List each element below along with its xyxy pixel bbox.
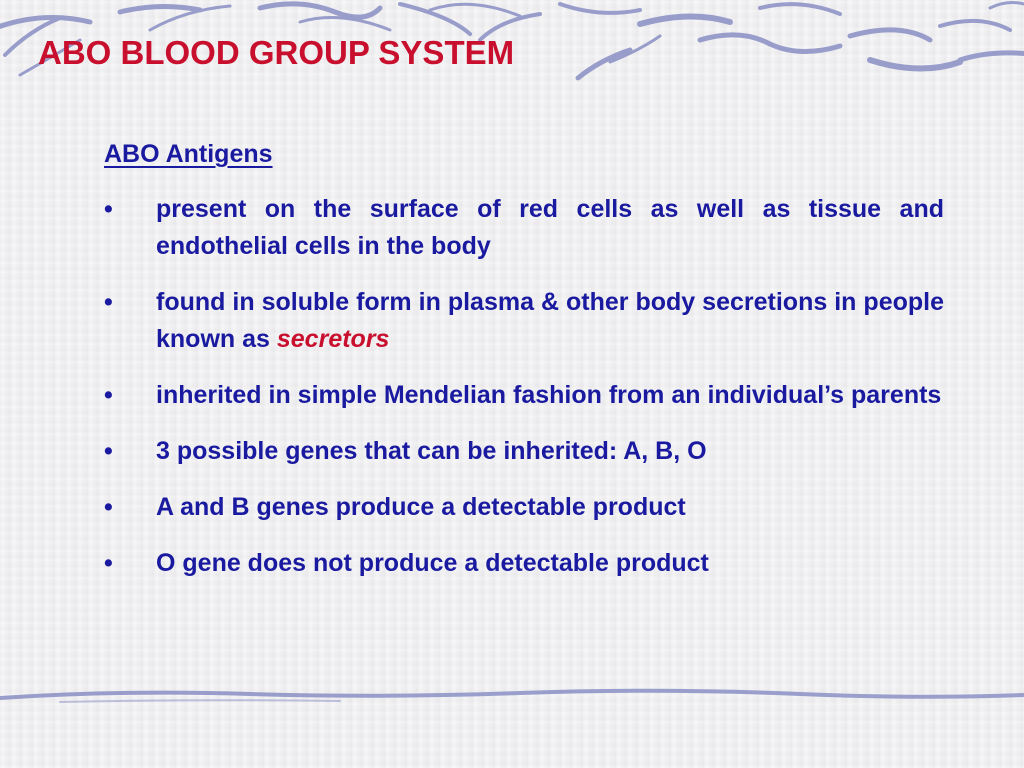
bullet-icon: •	[104, 549, 113, 577]
bullet-text: 3 possible genes that can be inherited: …	[156, 437, 707, 465]
bullet-text: A and B genes produce a detectable produ…	[156, 493, 686, 521]
bullet-text: found in soluble form in plasma & other …	[156, 288, 944, 353]
slide-title: ABO BLOOD GROUP SYSTEM	[38, 34, 515, 71]
bullet-text: present on the surface of red cells as w…	[156, 195, 944, 260]
bullet-text: inherited in simple Mendelian fashion fr…	[156, 381, 942, 409]
bullet-item: • 3 possible genes that can be inherited…	[104, 433, 944, 470]
bullet-icon: •	[104, 381, 113, 409]
bullet-icon: •	[104, 288, 113, 316]
bullet-list: • present on the surface of red cells as…	[104, 191, 944, 582]
bullet-item: • O gene does not produce a detectable p…	[104, 545, 944, 582]
slide-content: ABO Antigens • present on the surface of…	[104, 140, 944, 601]
bullet-icon: •	[104, 437, 113, 465]
bullet-item: • inherited in simple Mendelian fashion …	[104, 377, 944, 414]
section-heading: ABO Antigens	[104, 140, 273, 168]
bullet-icon: •	[104, 195, 113, 223]
bullet-item: • A and B genes produce a detectable pro…	[104, 489, 944, 526]
bullet-text: O gene does not produce a detectable pro…	[156, 549, 709, 577]
secretors-emphasis: secretors	[276, 325, 390, 353]
bullet-item: • present on the surface of red cells as…	[104, 191, 944, 265]
bullet-item: • found in soluble form in plasma & othe…	[104, 284, 944, 358]
bullet-icon: •	[104, 493, 113, 521]
